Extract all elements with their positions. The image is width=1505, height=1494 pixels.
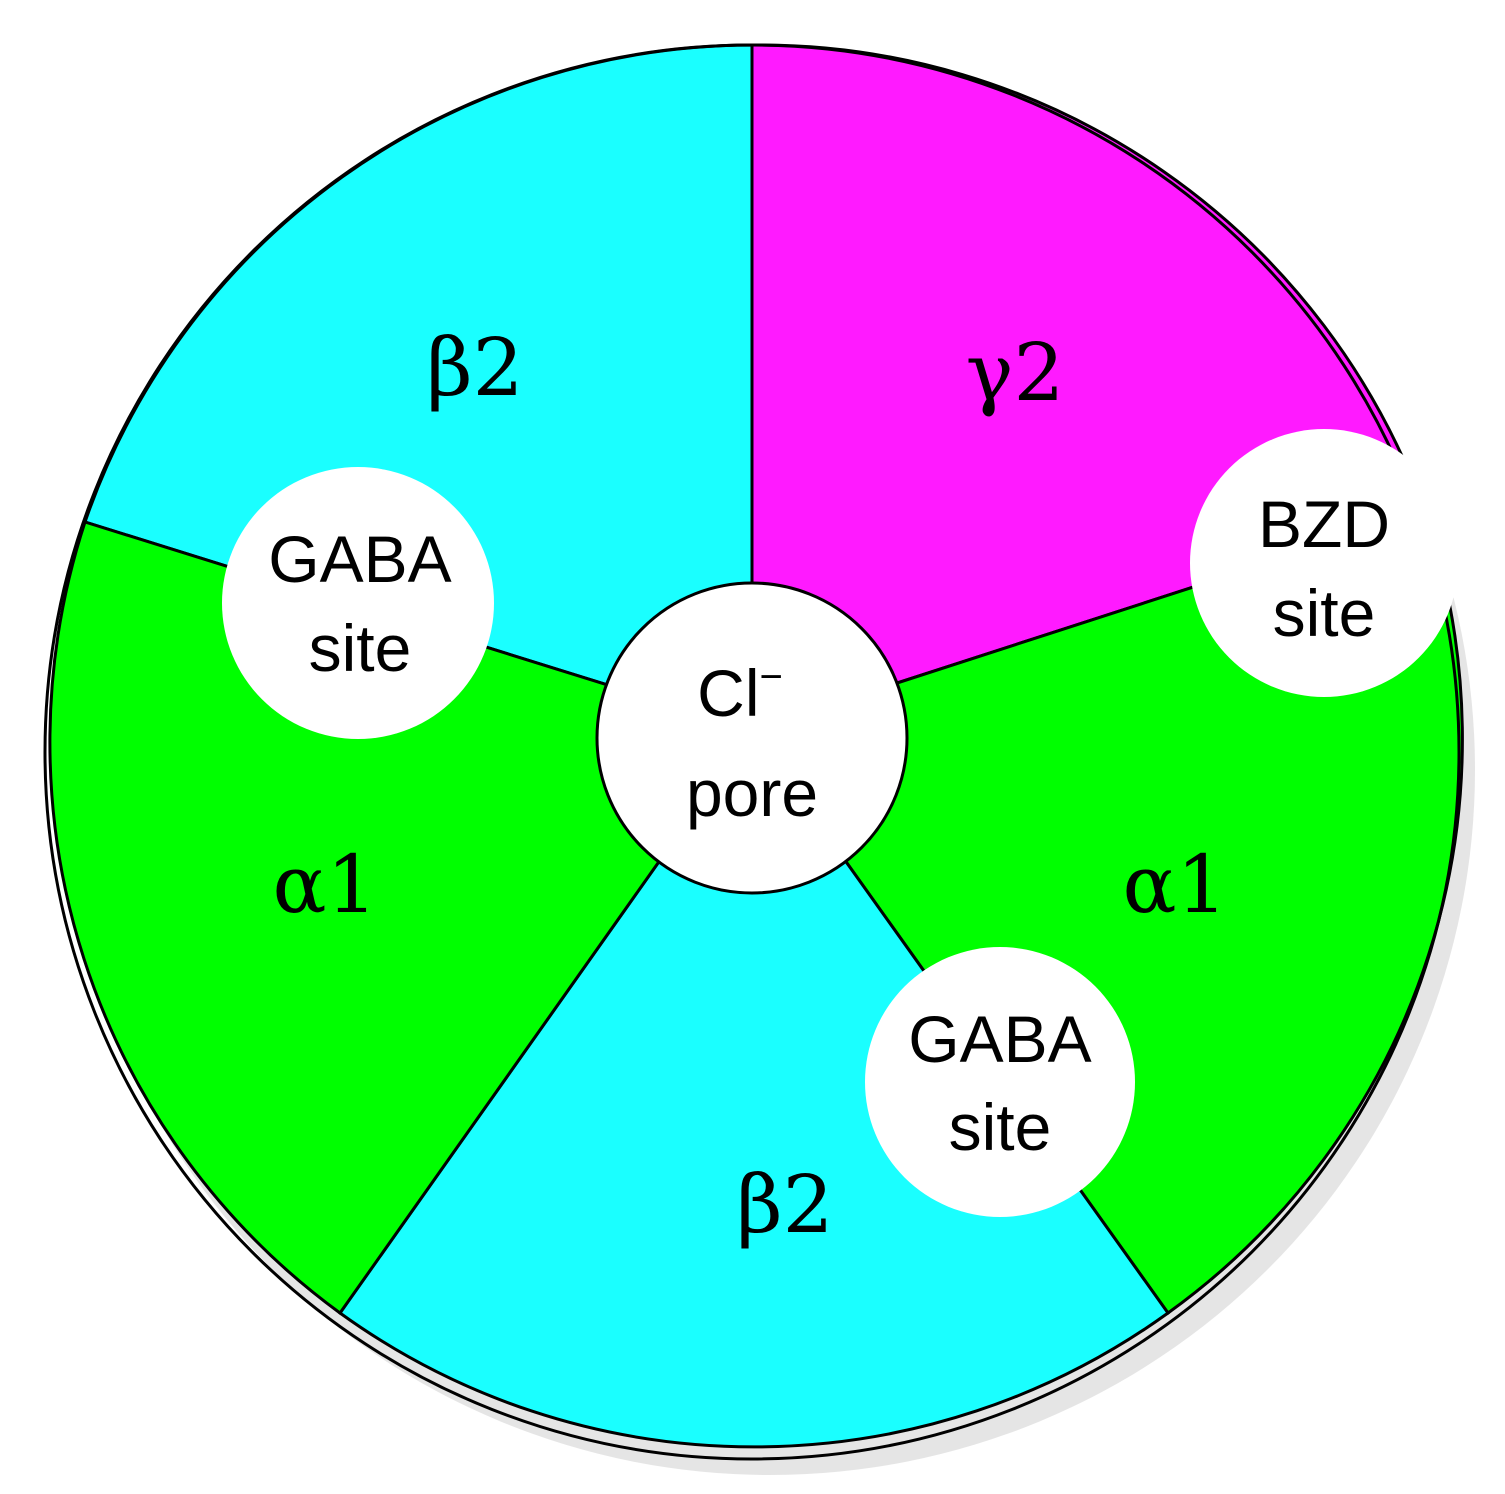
gaba-site-left-label: GABA (268, 522, 451, 596)
subunit-label-gamma2: γ2 (966, 326, 1065, 419)
subunit-label-alpha1-left: α1 (273, 838, 378, 931)
subunit-label-alpha1-right: α1 (1123, 838, 1228, 931)
gaba-site-left-circle (222, 467, 494, 739)
gaba-site-left: GABA site (222, 467, 494, 739)
gaba-site-bottom-circle (865, 947, 1135, 1217)
pore-label: pore (686, 756, 818, 830)
gaba-site-bottom-label: GABA (908, 1002, 1091, 1076)
bzd-site-sublabel: site (1273, 576, 1376, 650)
bzd-site: BZD site (1190, 429, 1458, 697)
pore-ion-charge: − (759, 655, 782, 699)
subunit-label-beta2-bottom: β2 (736, 1158, 833, 1251)
wedge-beta2-bottom (337, 727, 1171, 1449)
chloride-pore: Cl− pore (595, 581, 909, 895)
bzd-site-label: BZD (1258, 487, 1390, 561)
gaba-site-left-sublabel: site (309, 611, 412, 685)
gaba-site-bottom: GABA site (865, 947, 1135, 1217)
gaba-site-bottom-sublabel: site (949, 1090, 1052, 1164)
disc-outline (43, 43, 1461, 1461)
pore-ion-symbol: Cl (697, 656, 759, 730)
wedge-alpha1-left (48, 520, 755, 1316)
pore-circle (595, 581, 909, 895)
bzd-site-circle (1190, 429, 1458, 697)
pore-ion-label: Cl− (697, 655, 783, 730)
subunit-label-beta2-top: β2 (426, 321, 523, 414)
